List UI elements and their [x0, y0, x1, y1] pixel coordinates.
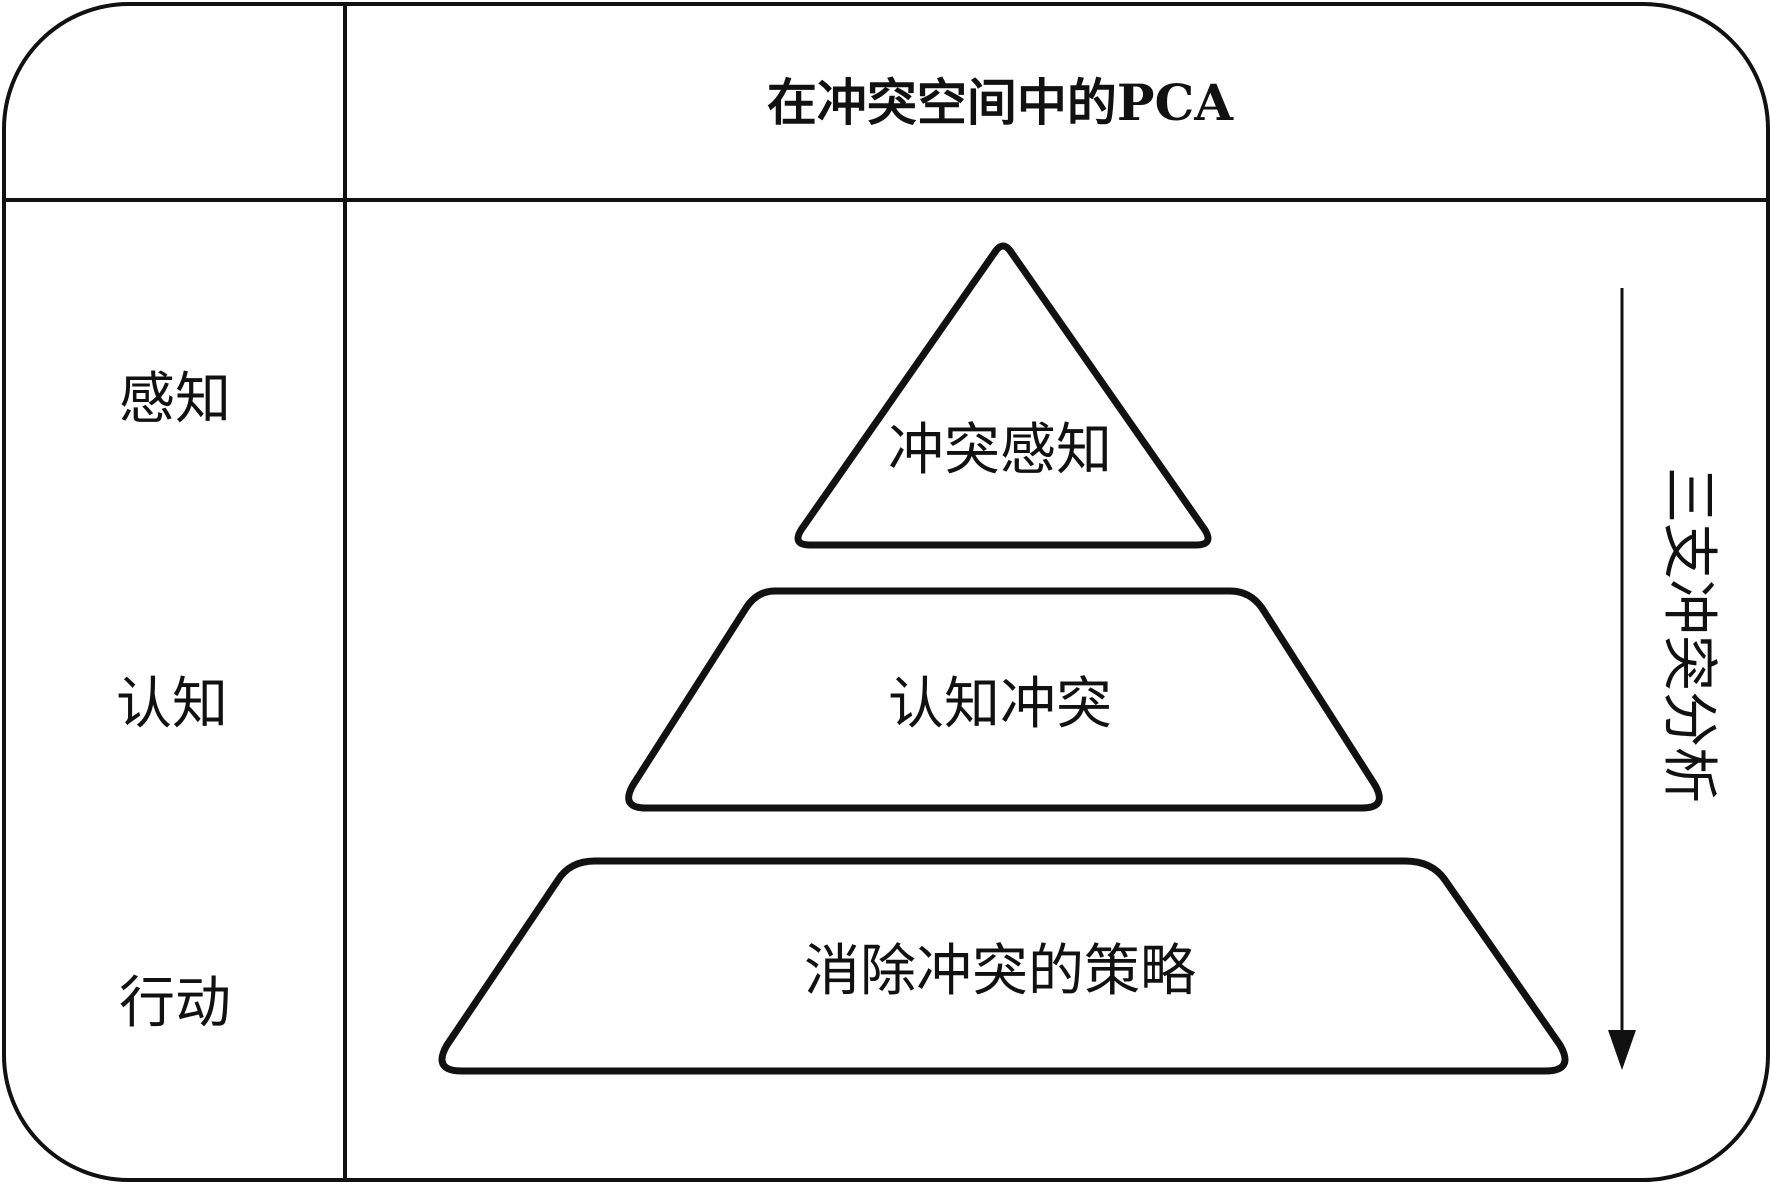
row-label-cognition: 认知: [116, 672, 228, 737]
layer-cognitive-conflict: 认知冲突: [888, 672, 1112, 737]
pyramid-bottom-trapezoid: [438, 857, 1569, 1075]
layer-conflict-resolution-strategy: 消除冲突的策略: [804, 939, 1196, 1004]
three-way-conflict-analysis-label: 三支冲突分析: [1656, 467, 1721, 803]
layer-conflict-perception: 冲突感知: [888, 418, 1112, 483]
row-label-action: 行动: [119, 971, 231, 1036]
row-label-perception: 感知: [119, 367, 231, 432]
pyramid-top-triangle: [794, 242, 1212, 549]
pyramid-middle-trapezoid: [625, 587, 1383, 812]
diagram-title: 在冲突空间中的PCA: [767, 73, 1234, 132]
arrow-down-icon: [1608, 1030, 1636, 1070]
